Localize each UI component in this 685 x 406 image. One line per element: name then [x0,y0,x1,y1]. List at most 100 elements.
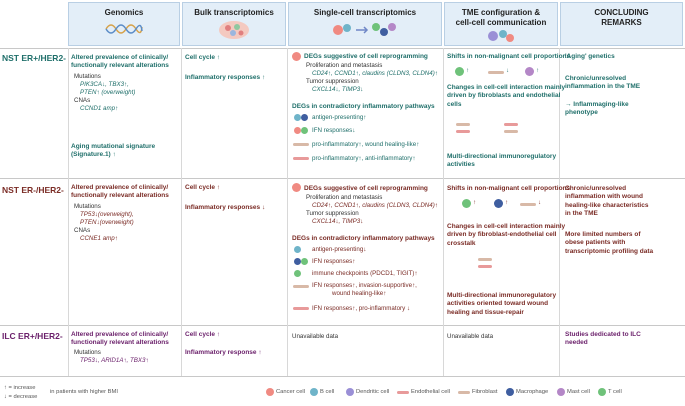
b-cell-icon [294,114,301,121]
fibroblast-icon [520,203,536,206]
legend-t-cell: T cell [608,389,622,395]
legend-decrease: ↓ = decrease [4,394,38,400]
r1-sc-ts-genes: CXCL14↓, TIMP3↓ [312,86,364,94]
r1-c3a: → Inflammaging-like [565,101,629,108]
row-divider-1 [0,178,685,179]
r1-tme-2b: driven by fibroblasts and endothelial [447,92,561,100]
r2-c2a: More limited numbers of [565,231,641,238]
r1-tme-2a: Changes in cell-cell interaction mainly [447,84,566,91]
legend-endothelial-cell: Endothelial cell [411,389,450,395]
r2-concl-obese: More limited numbers of obese patients w… [565,231,653,256]
r2-tme-3c: healing and tissue-repair [447,308,524,316]
b-cell-icon [294,246,301,253]
r3-mut-1: TP53↓, ARID1A↑, TBX3↑ [80,357,149,365]
r2-tme-3b: activities oriented toward wound [447,300,549,308]
header-tme: TME configuration & cell-cell communicat… [444,2,558,46]
r2-cna-label: CNAs [74,227,91,235]
header-genomics: Genomics [68,2,180,46]
header-genomics-label: Genomics [104,8,144,17]
fibroblast-icon [456,123,470,126]
r1-tme-immunoreg: Multi-directional immunoregulatory activ… [447,153,556,170]
macrophage-legend-icon [506,388,514,396]
r1-gen-title-2: functionally relevant alterations [71,62,169,70]
r3-genomics-title: Altered prevalence of clinically/ functi… [71,331,169,348]
endothelial-cell-icon [293,307,309,310]
legend-fibroblast: Fibroblast [472,389,498,395]
cancer-cell-icon [292,52,301,61]
r2-mut-label: Mutations [74,203,101,210]
macrophage-icon [294,258,301,265]
r2-bulk-inflammatory: Inflammatory responses ↓ [185,204,266,211]
legend-bmi: in patients with higher BMI [50,389,118,395]
row-divider-2 [0,325,685,326]
r1-genomics-title: Altered prevalence of clinically/ functi… [71,54,169,71]
r3-bulk-cell-cycle: Cell cycle ↑ [185,331,221,338]
row-label-nst-er-pos: NST ER+/HER2- [2,53,66,63]
header-tme-line1: TME configuration & [461,8,541,17]
t-cell-icon [301,127,308,134]
r2-tme-2a: Changes in cell-cell interaction mainly [447,223,566,230]
r2-tme-shifts: Shifts in non-malignant cell proportions [447,185,571,192]
r2-sc-i3: immune checkpoints (PDCD1, TIGIT)↑ [312,270,418,277]
macrophage-icon [494,199,503,208]
t-cell-icon [294,270,301,277]
r2-sc-i4b: wound healing-like↑ [332,290,387,298]
r2-gen-title-1: Altered prevalence of clinically/ [71,184,169,191]
t-cell-icon [462,199,471,208]
r1-sc-i1: antigen-presenting↑ [312,114,367,121]
t-cell-icon [455,67,464,76]
r2-sc-i4a: IFN responses↑, invasion-supportive↑, [312,282,417,289]
r3-bulk-inflammatory: Inflammatory response ↑ [185,349,262,356]
r1-concl-inflammation: Chronic/unresolved inflammation in the T… [565,75,640,92]
r2-c2c: transcriptomic profiling data [565,247,654,255]
header-tme-line2: cell-cell communication [455,18,547,27]
fibroblast-icon [293,143,309,146]
r3-gen-title-1: Altered prevalence of clinically/ [71,331,169,338]
r2-sc-i1: antigen-presenting↓ [312,246,367,253]
r1-concl-aging: 'Aging' genetics [565,53,615,60]
r1-mut-label: Mutations [74,73,101,80]
r1-tme-shifts: Shifts in non-malignant cell proportions [447,53,571,60]
fibroblast-icon [293,285,309,288]
r2-c1a: Chronic/unresolved [565,185,627,192]
cell-cluster-icon [219,21,249,39]
r2-gen-title-2: functionally relevant alterations [71,192,169,200]
dna-icon [105,24,143,34]
legend-increase: ↑ = increase [4,385,36,391]
arrow-up-icon: ↑ [536,68,539,74]
mast-cell-icon [525,67,534,76]
r2-sc-i5: IFN responses↑, pro-inflammatory ↓ [312,305,410,312]
cancer-cell-icon [292,183,301,192]
single-cell-icon [333,23,396,36]
r3-mutations: Mutations TP53↓, ARID1A↑, TBX3↑ [74,349,149,365]
legend-b-cell: B cell [320,389,335,395]
r3-gen-title-2: functionally relevant alterations [71,339,169,347]
r3-c1a: Studies dedicated to ILC [565,331,641,338]
r1-c2a: Chronic/unresolved [565,75,627,82]
r1-sc-inflammatory-title: DEGs in contradictory inflammatory pathw… [292,103,435,110]
r3-sc-unavailable: Unavailable data [292,333,339,340]
col-divider-3 [443,48,444,376]
r2-tme-2c: crosstalk [447,239,476,247]
r1-tme-interaction: Changes in cell-cell interaction mainly … [447,84,565,109]
mast-cell-legend-icon [557,388,565,396]
legend-dendritic-cell: Dendritic cell [356,389,390,395]
cancer-cell-icon [294,127,301,134]
r2-mut-1: TP53↓(overweight), [80,211,134,219]
r2-tme-interaction: Changes in cell-cell interaction mainly … [447,223,565,248]
r1-sc-details: Proliferation and metastasis CD24↑, CCND… [306,62,438,94]
r1-cna-1: CCND1 amp↑ [80,105,119,113]
r2-sc-ts-genes: CXCL14↓, TIMP3↓ [312,218,364,226]
r2-tme-2b: driven by fibroblast-endothelial cell [447,231,557,239]
header-concluding: CONCLUDING REMARKS [560,2,683,46]
legend-mast-cell: Mast cell [567,389,590,395]
r1-mutations: Mutations PIK3CA↓, TBX3↑, PTEN↑ (overwei… [74,73,135,113]
col-divider-0 [68,48,69,376]
r2-cna-1: CCNE1 amp↑ [80,235,118,243]
arrow-down-icon: ↓ [506,68,509,74]
row-divider-bottom [0,376,685,377]
r1-sc-i4: pro-inflammatory↑, anti-inflammatory↑ [312,155,416,162]
r2-sc-details: Proliferation and metastasis CD24↑, CCND… [306,194,438,226]
r2-sc-pm: Proliferation and metastasis [306,194,383,201]
r1-sc-ts: Tumor suppression [306,78,359,86]
